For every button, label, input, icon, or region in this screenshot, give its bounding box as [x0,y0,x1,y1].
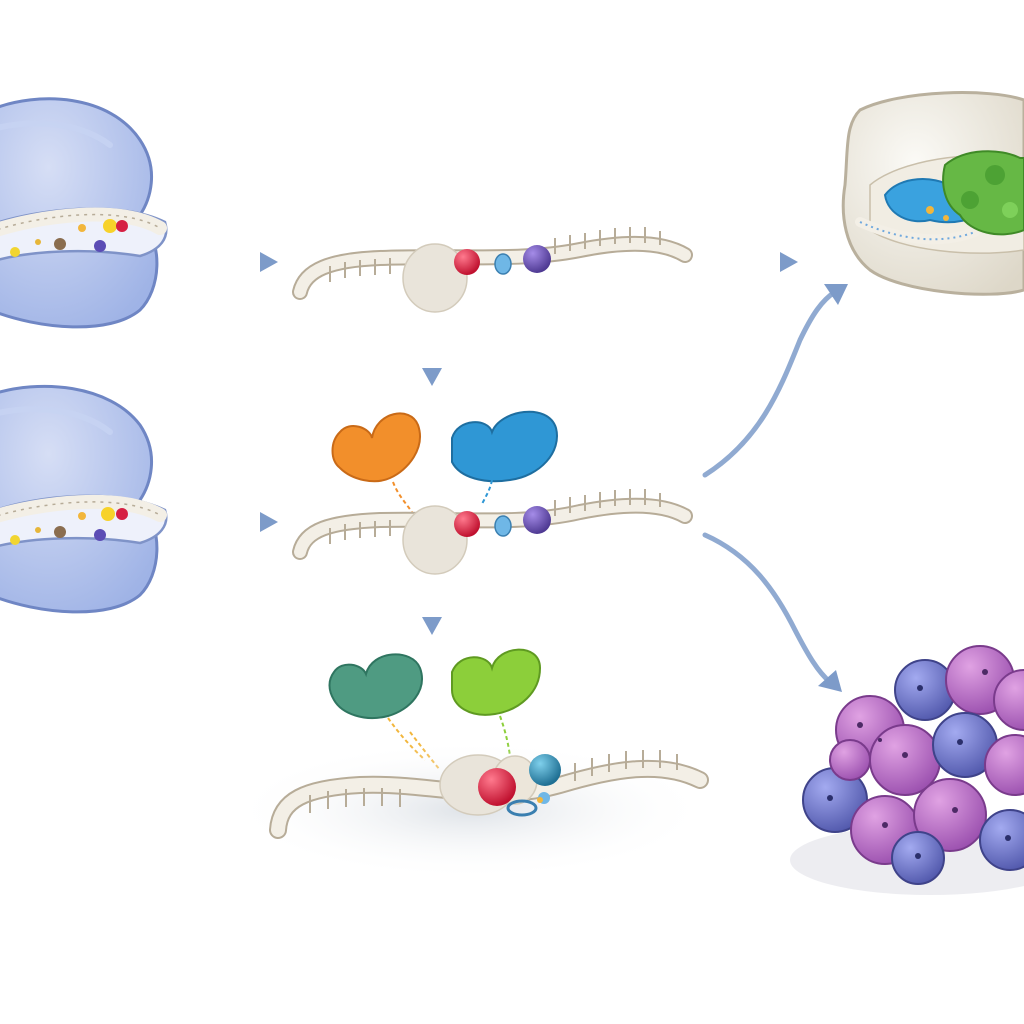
dna-strand-icon [292,235,693,300]
ribosome-icon [402,243,468,313]
dna-strand-icon [292,497,693,560]
aggregate-cluster [790,645,1024,895]
protein-blob-icon [328,653,423,720]
arrow-nucleus-top-to-strand [185,252,278,272]
arrow-icon [422,368,442,386]
arrow-icon [824,284,848,305]
amino-acid-bead-icon [529,754,561,786]
protein-blob-icon [331,412,421,483]
translation-strand-bottom [230,740,710,880]
nucleus-bottom [0,384,168,614]
arrow-to-chamber-curved [702,284,848,478]
amino-acid-bead-icon [523,245,551,273]
protein-aggregate-cluster-icon [802,645,1024,885]
arrow-strand-middle-down [422,580,442,635]
arrow-strand-top-down [422,320,442,386]
nucleus-top [0,97,168,329]
arrow-icon [260,252,278,272]
arrow-icon [260,512,278,532]
ribosome-icon [402,505,468,575]
protein-blob-icon [451,410,558,483]
protein-blob-icon [451,648,542,716]
protein-orange [331,412,421,513]
protein-lime [451,648,542,757]
arrow-to-cluster-curved [702,532,842,692]
translation-strand-top [292,227,693,313]
arrow-icon [422,617,442,635]
arrow-nucleus-bottom-to-strand [185,512,278,532]
amino-acid-bead-icon [454,249,480,275]
amino-acid-bead-icon [454,511,480,537]
amino-acid-bead-icon [523,506,551,534]
protein-blue [451,410,558,505]
arrow-icon [780,252,798,272]
arrow-icon [818,670,842,692]
arrow-strand-top-to-chamber [700,252,798,272]
amino-acid-bead-icon [478,768,516,806]
translation-strand-middle [292,489,693,575]
folded-protein-chamber [841,91,1024,296]
